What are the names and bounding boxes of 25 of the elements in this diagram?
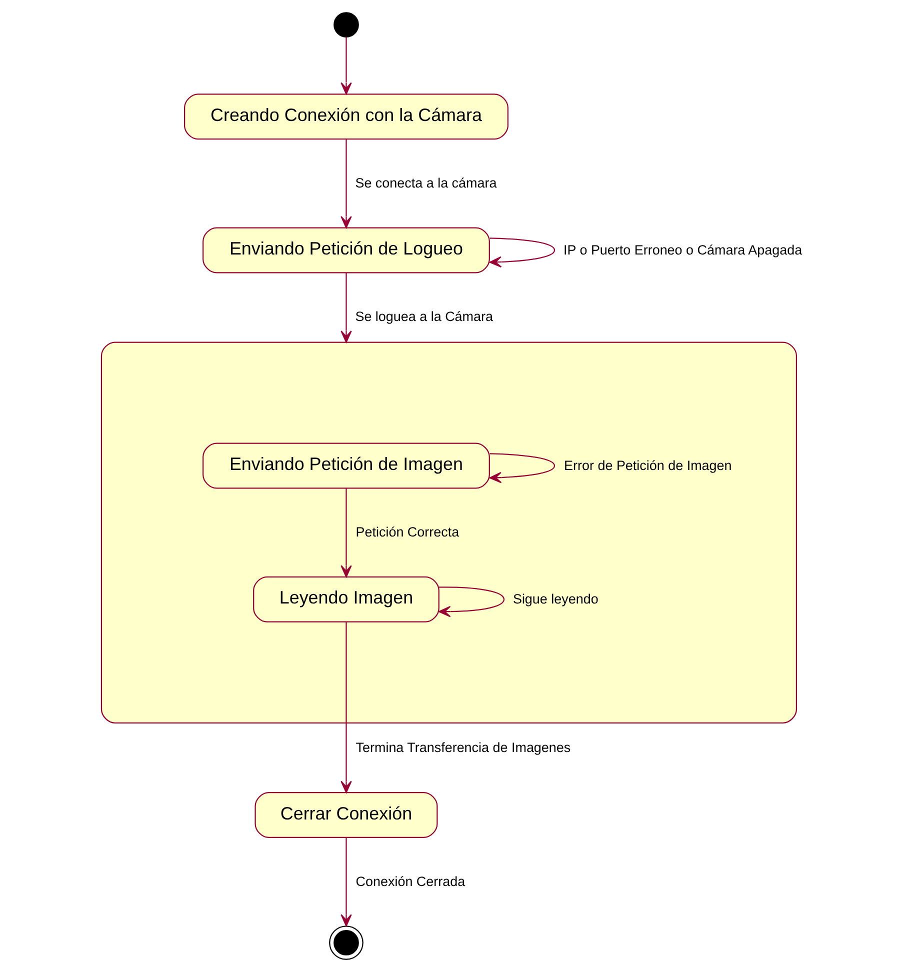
- node-box: Enviando Petición de Imagen: [202, 442, 490, 489]
- arrow: [340, 622, 352, 794]
- arrow: [438, 586, 504, 618]
- edge-label: Se conecta a la cámara: [354, 175, 496, 190]
- edge-label: Termina Transferencia de Imagenes: [355, 740, 570, 756]
- node-circle: [333, 12, 358, 38]
- node-box: Enviando Petición de Logueo: [202, 227, 490, 274]
- arrow: [340, 272, 352, 343]
- edge-label: Petición Correcta: [355, 524, 459, 540]
- arrow: [340, 37, 352, 95]
- arrow: [340, 139, 352, 228]
- arrow: [488, 238, 555, 268]
- edge-label: Se loguea a la Cámara: [354, 309, 492, 324]
- edge-label: Sigue leyendo: [512, 591, 598, 606]
- edge-label: Error de Petición de Imagen: [564, 458, 732, 473]
- node-box: Creando Conexión con la Cámara: [184, 94, 508, 140]
- node-box: Leyendo Imagen: [252, 576, 439, 622]
- arrow: [488, 453, 555, 484]
- cluster: [100, 342, 797, 724]
- edge-label: Conexión Cerrada: [355, 874, 465, 889]
- arrow: [340, 838, 352, 926]
- node-box: Cerrar Conexión: [254, 792, 438, 838]
- edge-label: IP o Puerto Erroneo o Cámara Apagada: [562, 242, 802, 258]
- node-circle: [328, 926, 363, 960]
- arrow: [340, 488, 352, 578]
